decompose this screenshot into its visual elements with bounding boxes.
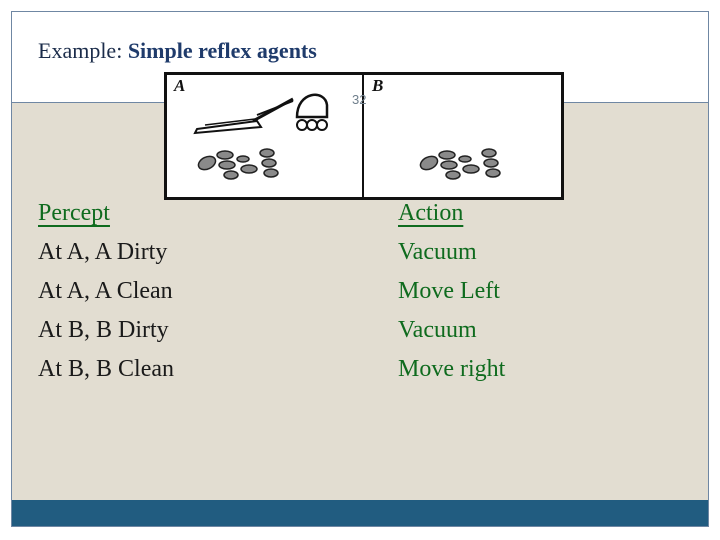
- action-row: Move Left: [398, 278, 500, 304]
- slide-number: 32: [352, 92, 367, 107]
- action-row: Vacuum: [398, 239, 477, 265]
- dirt-pile-b-icon: [419, 148, 501, 180]
- percept-header: Percept: [38, 200, 110, 226]
- title-emphasis: Simple reflex agents: [127, 38, 317, 63]
- percept-column: Percept At A, A Dirty At A, A Clean At B…: [38, 194, 368, 389]
- action-column: Action Vacuum Move Left Vacuum Move righ…: [398, 194, 648, 389]
- slide-title: Example: Simple reflex agents: [38, 38, 317, 64]
- action-row: Vacuum: [398, 317, 477, 343]
- footer-bar: [12, 500, 708, 526]
- room-b-label: B: [371, 76, 383, 95]
- percept-row: At A, A Dirty: [38, 239, 168, 265]
- vacuum-world-figure: A B: [164, 72, 564, 200]
- percept-row: At B, B Clean: [38, 356, 174, 382]
- percept-row: At A, A Clean: [38, 278, 173, 304]
- room-a-label: A: [173, 76, 185, 95]
- dirt-pile-a-icon: [197, 148, 279, 180]
- vacuum-cleaner-icon: [193, 93, 329, 135]
- action-header: Action: [398, 200, 464, 226]
- title-prefix: Example:: [38, 38, 128, 63]
- action-row: Move right: [398, 356, 506, 382]
- percept-row: At B, B Dirty: [38, 317, 169, 343]
- vacuum-world-illustration: A B: [173, 75, 501, 197]
